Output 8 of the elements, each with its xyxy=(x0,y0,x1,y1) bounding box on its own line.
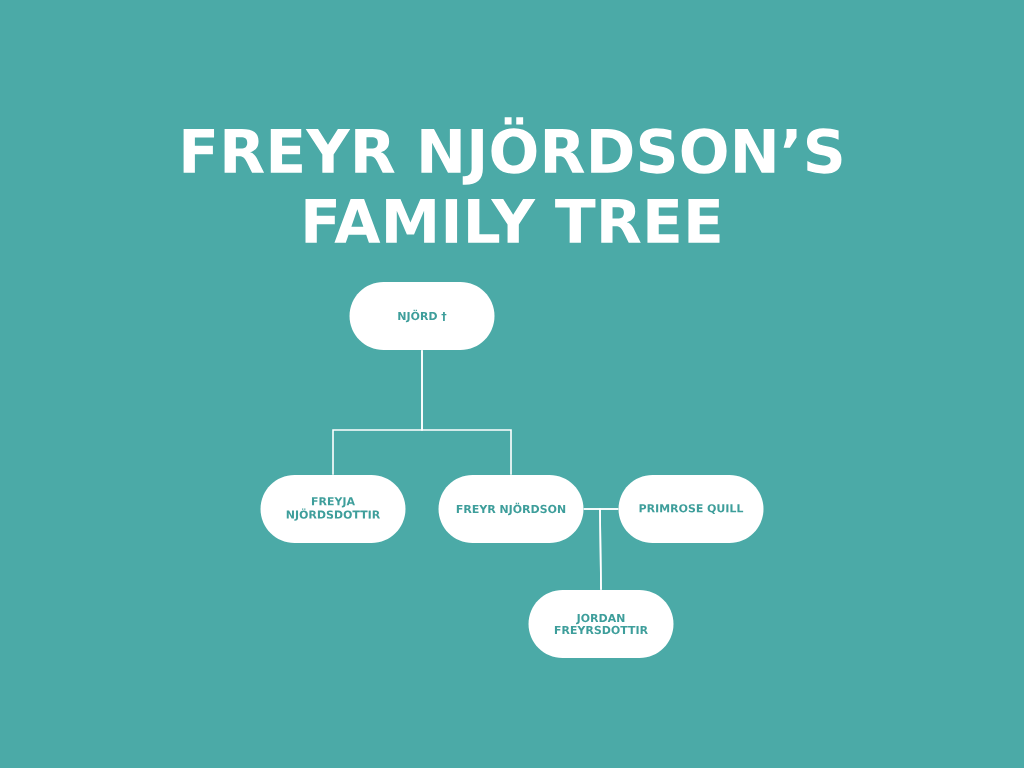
title: FREYR NJÖRDSON’S FAMILY TREE xyxy=(183,117,842,243)
person-box: JORDAN FREYRSDOTTIR xyxy=(528,590,674,658)
person-box: FREYR NJÖRDSON xyxy=(438,475,584,543)
person-box: NJÖRD † xyxy=(349,282,495,350)
connector-line xyxy=(421,349,512,476)
person-box: PRIMROSE QUILL xyxy=(618,475,764,543)
connector-line xyxy=(599,508,620,591)
person-box: FREYJA NJÖRDSDOTTIR xyxy=(260,475,406,543)
